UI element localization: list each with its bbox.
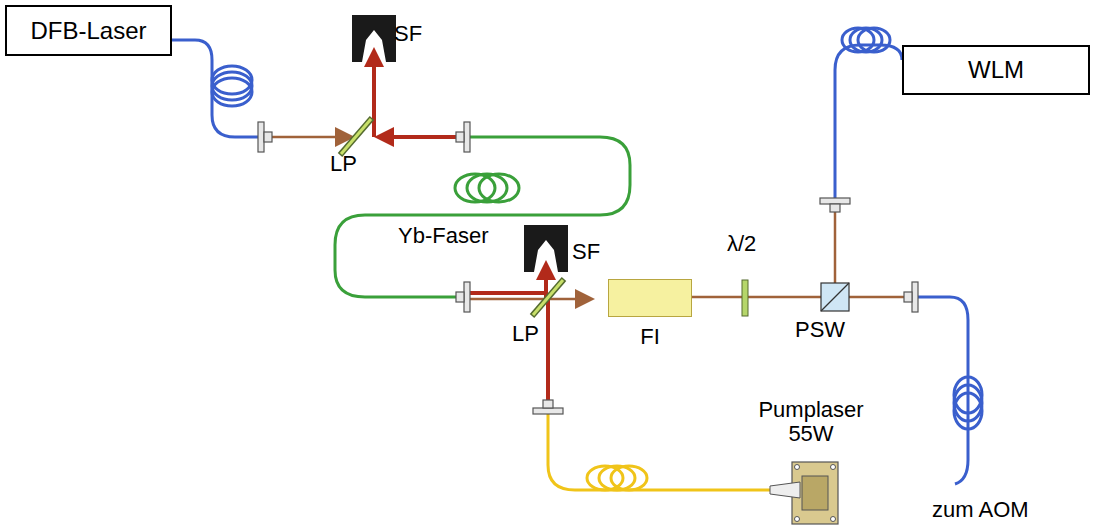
amplified-beam	[470, 298, 590, 301]
longpass-mirror	[341, 119, 371, 154]
pump-laser	[770, 462, 838, 524]
pump-fiber	[548, 414, 790, 490]
part-label: LP	[512, 322, 539, 346]
part-label: Pumplaser 55W	[752, 398, 870, 446]
pump-beam	[382, 135, 458, 139]
laser-box: DFB-Laser	[5, 5, 172, 56]
longpass-mirror	[533, 280, 563, 315]
node-text: WLM	[968, 56, 1024, 84]
beam	[692, 296, 905, 299]
fiber	[918, 297, 982, 484]
faraday-isolator: FI	[608, 279, 692, 317]
longpass-mirror	[340, 118, 372, 155]
pump-beam	[546, 300, 550, 405]
fiber	[172, 40, 258, 137]
part-label: λ/2	[727, 232, 756, 256]
fiber-label: Yb-Faser	[398, 224, 488, 248]
pbs-cube	[821, 283, 849, 311]
beam-dump	[352, 15, 396, 62]
collimator	[258, 122, 918, 414]
seed-beam	[272, 136, 350, 139]
part-label: SF	[572, 240, 600, 264]
part-label: LP	[330, 152, 357, 176]
fiber	[835, 28, 902, 198]
yb-fiber	[335, 137, 630, 297]
wavemeter-box: WLM	[902, 45, 1090, 95]
half-wave-plate	[742, 280, 748, 316]
part-label: SF	[394, 22, 422, 46]
beam-dump	[524, 225, 568, 272]
part-label: zum AOM	[932, 498, 1029, 522]
pump-beam	[470, 291, 548, 295]
node-text: DFB-Laser	[30, 17, 146, 45]
pbs-cube	[821, 283, 849, 311]
node-text: FI	[609, 324, 691, 350]
longpass-mirror	[532, 279, 564, 316]
part-label: PSW	[795, 318, 845, 342]
pump-beam	[372, 55, 376, 137]
